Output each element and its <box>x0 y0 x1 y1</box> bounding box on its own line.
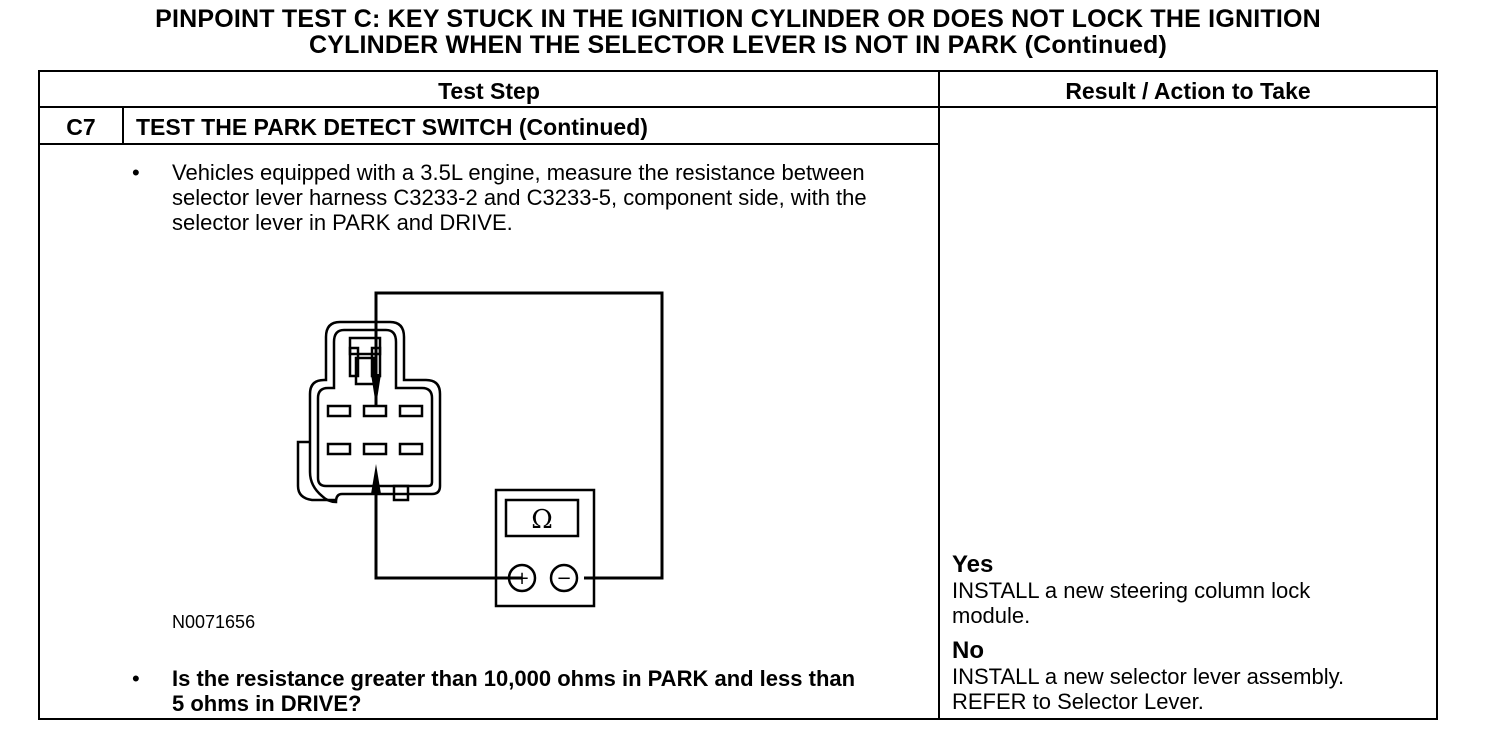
meter-omega: Ω <box>531 505 553 535</box>
meter-minus-jack <box>549 563 579 593</box>
header-divider <box>40 106 1436 108</box>
terminal-6 <box>398 442 424 456</box>
connector-diagram: Ω + − <box>270 282 670 617</box>
negative-probe-tip <box>371 374 381 406</box>
connector-latch <box>392 484 410 502</box>
step-id: C7 <box>66 114 96 140</box>
step-title-divider <box>40 143 938 145</box>
meter-plus-jack <box>507 563 537 593</box>
result-no: No INSTALL a new selector lever assembly… <box>952 637 1422 715</box>
ohmmeter-display <box>504 498 580 538</box>
instruction-text: Vehicles equipped with a 3.5L engine, me… <box>172 160 867 235</box>
yes-label: Yes <box>952 551 994 578</box>
page-title: PINPOINT TEST C: KEY STUCK IN THE IGNITI… <box>0 6 1476 58</box>
connector-lock-outer <box>348 336 382 356</box>
connector-inner-outline <box>316 328 434 488</box>
connector-lock-stem <box>354 356 376 386</box>
connector-lock-left <box>348 346 360 378</box>
positive-probe-tip <box>371 464 381 494</box>
step-id-divider <box>122 108 124 143</box>
question-bullet-marker: • <box>132 666 140 691</box>
header-test-step: Test Step <box>438 78 540 104</box>
title-line-2: CYLINDER WHEN THE SELECTOR LEVER IS NOT … <box>308 31 1168 59</box>
column-divider <box>938 72 940 718</box>
positive-test-lead <box>374 478 522 580</box>
no-action: INSTALL a new selector lever assembly. R… <box>952 664 1345 714</box>
terminal-4 <box>326 442 352 456</box>
negative-test-lead <box>374 291 664 580</box>
result-yes: Yes INSTALL a new steering column lock m… <box>952 551 1422 629</box>
connector-ohmmeter-svg: Ω + − <box>296 291 664 608</box>
meter-plus-label: + <box>514 568 529 589</box>
bullet-marker: • <box>132 160 140 185</box>
terminal-1 <box>326 404 352 418</box>
ohmmeter-body <box>494 488 596 608</box>
question-text: Is the resistance greater than 10,000 oh… <box>172 666 856 716</box>
header-result-action: Result / Action to Take <box>1065 78 1311 104</box>
figure-id: N0071656 <box>172 612 256 632</box>
no-label: No <box>952 637 984 664</box>
connector-side-tab <box>296 440 336 502</box>
test-step-table: Test Step Result / Action to Take C7 TES… <box>38 70 1438 720</box>
yes-action: INSTALL a new steering column lock modul… <box>952 578 1311 628</box>
terminal-5 <box>362 442 388 456</box>
step-title: TEST THE PARK DETECT SWITCH (Continued) <box>136 114 648 140</box>
title-line-1: PINPOINT TEST C: KEY STUCK IN THE IGNITI… <box>155 5 1321 33</box>
terminal-3 <box>398 404 424 418</box>
meter-minus-label: − <box>556 568 571 589</box>
terminal-2 <box>362 404 388 418</box>
